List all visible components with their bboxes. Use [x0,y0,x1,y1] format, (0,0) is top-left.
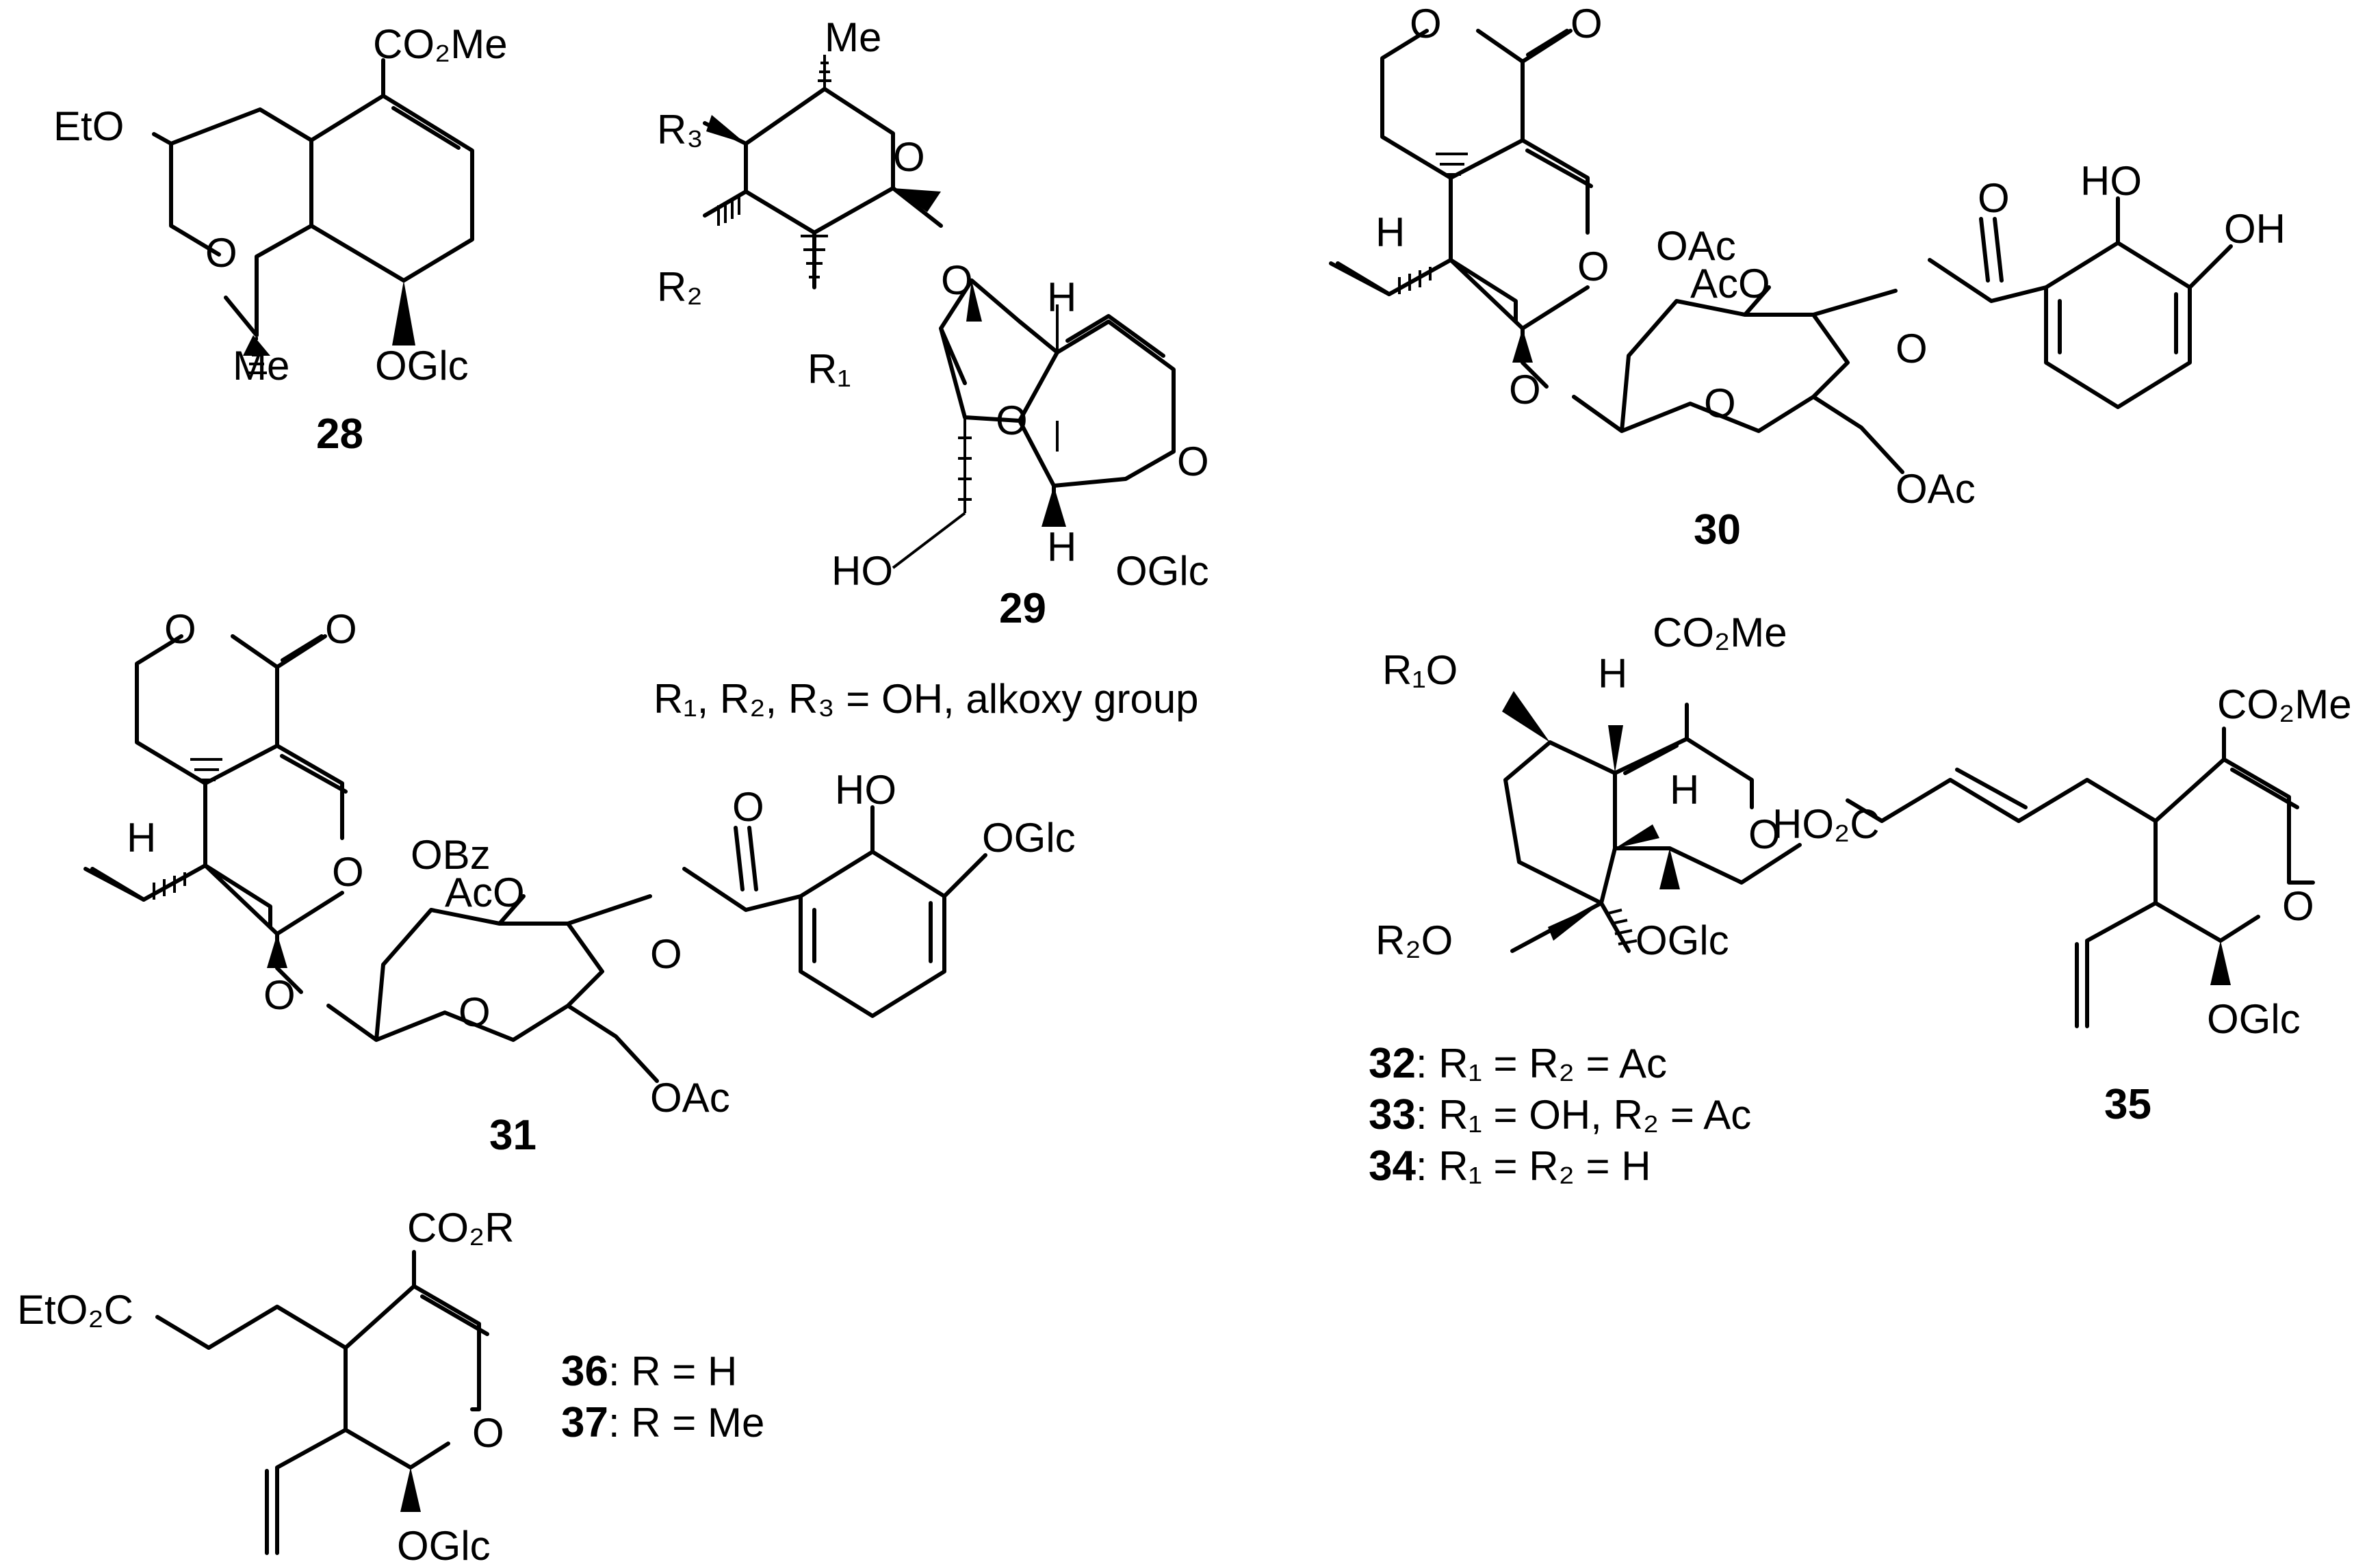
c32-h1-label: H [1598,651,1627,696]
c29-r2-label: R₂ [657,264,703,310]
c37-caption-line: 37: R = Me [561,1399,764,1446]
c28-ethoxy-label: EtO [53,103,124,149]
c29-r-groups-caption: R₁, R₂, R₃ = OH, alkoxy group [654,676,1199,722]
c31-oac2-label: OAc [650,1075,730,1121]
c28-methyl-label: Me [233,343,289,389]
c34-caption-text: : R₁ = R₂ = H [1416,1143,1651,1189]
c28-compound-number: 28 [316,410,363,458]
c32-caption-text: : R₁ = R₂ = Ac [1416,1041,1667,1086]
c36-caption-line: 36: R = H [561,1348,737,1395]
c28-ring-o-label: O [205,230,237,276]
c29-ring-o-label: O [893,134,925,180]
c34-caption-number: 34 [1369,1143,1416,1190]
compound-31: O O H O OBz AcO O O O O OAc HO OGlc 31 [83,606,1076,1159]
c32-ester-label: CO₂Me [1653,610,1787,655]
c29-r1-label: R₁ [807,346,851,392]
c29-compound-number: 29 [999,585,1046,632]
c31-oac-label: AcO [445,870,525,915]
c31-lactone-o-label: O [164,606,196,652]
c35-ester-label: CO₂Me [2217,681,2352,727]
c35-compound-number: 35 [2104,1081,2151,1128]
c37-caption-number: 37 [561,1399,608,1446]
c33-caption-text: : R₁ = OH, R₂ = Ac [1416,1092,1751,1138]
c37-caption-text: : R = Me [608,1400,764,1446]
c31-pyran-o-label: O [332,849,364,895]
c33-caption-number: 33 [1369,1091,1416,1138]
c30-compound-number: 30 [1694,506,1741,553]
c32-r2o-label: R₂O [1375,917,1453,963]
c36-ester-label: CO₂R [407,1205,515,1251]
c33-caption-line: 33: R₁ = OH, R₂ = Ac [1369,1091,1751,1138]
c30-link-o-label: O [1509,367,1541,413]
c30-ester-o-label: O [1896,326,1928,371]
compound-35: HO₂C CO₂Me O OGlc 35 [1772,681,2352,1128]
c31-oglc-label: OGlc [982,815,1076,861]
c31-link-o-label: O [263,972,296,1018]
c35-pyran-o-label: O [2282,883,2314,929]
c29-pyran-o-label: O [1177,439,1209,484]
c32-caption-number: 32 [1369,1040,1416,1087]
c29-link-o-label: O [941,257,973,303]
c30-h-label: H [1375,209,1405,255]
c34-caption-line: 34: R₁ = R₂ = H [1369,1143,1651,1190]
c36-caption-number: 36 [561,1348,608,1395]
c36-pyran-o-label: O [472,1410,504,1456]
c31-carbonyl2-o-label: O [732,784,764,830]
c30-sugar-o-label: O [1704,380,1736,426]
c30-lactone-o-label: O [1410,1,1442,47]
c31-carbonyl-o-label: O [325,606,357,652]
c36-glc-label: OGlc [397,1523,491,1566]
c31-ho-label: HO [835,767,896,813]
c28-glc-label: OGlc [375,343,469,389]
c29-h-top-label: H [1047,274,1076,320]
c28-ester-label: CO₂Me [373,21,508,67]
c30-pyran-o-label: O [1577,244,1609,289]
c32-glc-label: OGlc [1635,917,1729,963]
c30-oac1-label: OAc [1656,223,1736,269]
c32-h2-label: H [1670,767,1699,813]
c30-oac2-label: AcO [1690,261,1770,306]
c31-compound-number: 31 [489,1112,536,1159]
c32-r1o-label: R₁O [1382,647,1458,693]
c35-acid-label: HO₂C [1772,801,1880,847]
c31-obz-label: OBz [411,832,491,878]
c35-glc-label: OGlc [2207,996,2301,1042]
compound-32-34: R₁O CO₂Me H H O R₂O OGlc 32: R₁ = R₂ = A… [1369,610,1802,1190]
compound-29: Me R₃ R₂ R₁ O O H O O H HO OGlc 29 R₁, R… [654,14,1209,722]
c32-pyran-o-label: O [1748,811,1781,857]
c30-oac3-label: OAc [1896,466,1976,512]
c29-methyl-label: Me [825,14,881,60]
c30-ho-label: HO [2080,158,2142,204]
c31-h-label: H [127,815,156,861]
c29-hydroxyl-label: HO [831,548,893,594]
c30-carbonyl2-o-label: O [1978,175,2010,221]
c36-ethyl-ester-label: EtO₂C [17,1287,133,1333]
compound-36-37: CO₂R EtO₂C O OGlc 36: R = H 37: R = Me [17,1205,764,1566]
c31-ester-o-label: O [650,931,682,977]
c30-carbonyl-o-label: O [1570,1,1603,47]
compound-30: O O H O OAc AcO O O O O OAc HO OH 30 [1329,1,2286,553]
compound-28: CO₂Me EtO O Me OGlc 28 [53,21,508,458]
c29-glc-label: OGlc [1115,548,1209,594]
c32-caption-line: 32: R₁ = R₂ = Ac [1369,1040,1667,1087]
c29-epoxide-o-label: O [996,397,1028,443]
c29-h-bottom-label: H [1047,524,1076,570]
c30-oh-label: OH [2224,206,2286,252]
c31-sugar-o-label: O [458,989,491,1035]
c29-r3-label: R₃ [657,107,703,153]
c36-caption-text: : R = H [608,1348,737,1394]
